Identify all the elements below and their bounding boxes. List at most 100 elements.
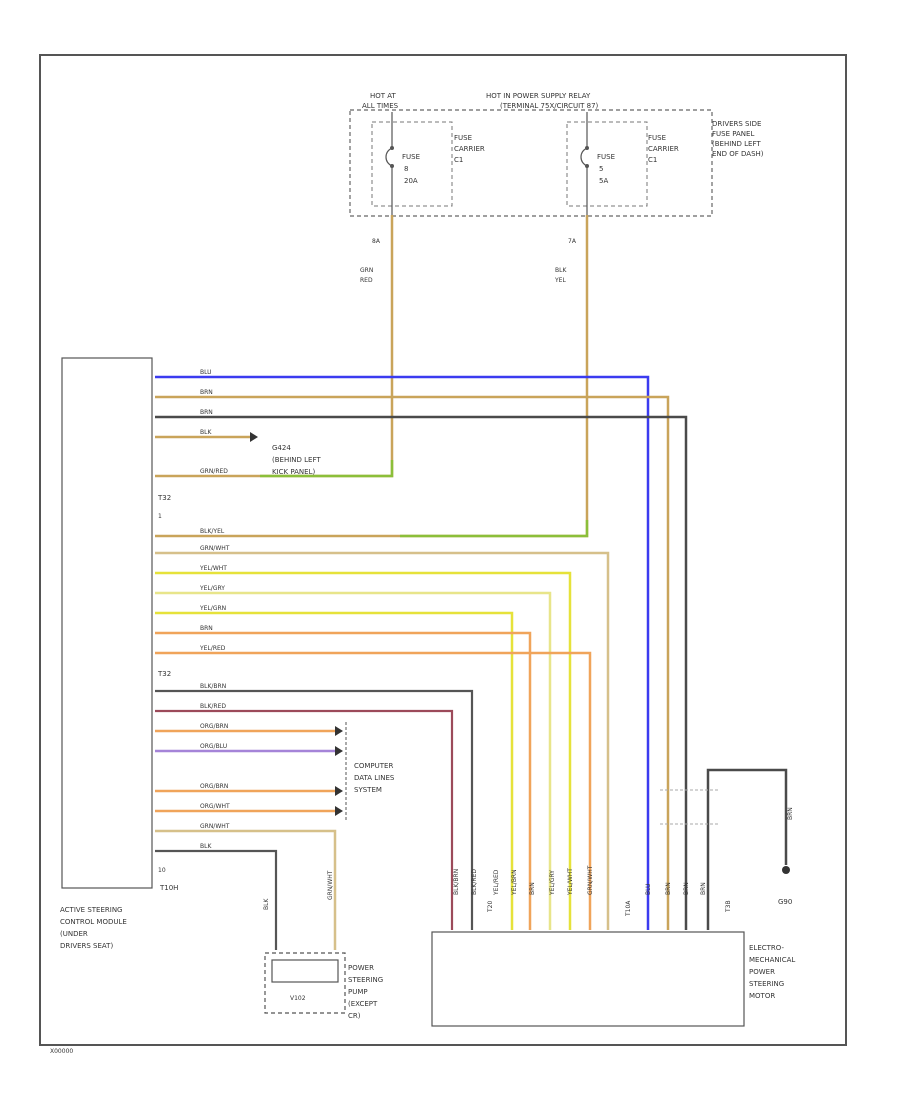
motor-label-4: STEERING — [749, 980, 784, 988]
motor-wire-label: BLK/RED — [471, 869, 478, 895]
feed-wire-right-green — [400, 520, 589, 538]
connector-t10h: T10H — [159, 884, 178, 892]
feed-left-color-2: RED — [360, 277, 373, 284]
hot-at-all-times-2: ALL TIMES — [362, 102, 399, 110]
wire-grn-wht-pump — [155, 829, 337, 950]
fuse-panel-label-3: (BEHIND LEFT — [712, 140, 761, 148]
fuse-left-amps: 20A — [404, 177, 418, 185]
fuse-left: FUSE 8 20A FUSE CARRIER C1 8A — [372, 112, 485, 245]
module-wire-label-low: BLK/RED — [200, 703, 226, 710]
feed-right-color-1: BLK — [555, 267, 567, 274]
motor-label-2: MECHANICAL — [749, 956, 795, 964]
wire-blk-red — [155, 709, 454, 930]
fuse-panel-box — [349, 109, 713, 217]
wire-grn-wht — [155, 551, 610, 930]
pump-wire-grnwht: GRN/WHT — [327, 870, 334, 900]
motor-wire-label: BRN — [683, 882, 690, 895]
motor-dashed-ground — [660, 789, 720, 825]
module-wire-label-mid: BRN — [200, 625, 213, 632]
computer-data-lines-2: DATA LINES — [354, 774, 395, 782]
module-wire-label-top: BRN — [200, 389, 213, 396]
motor-label-1: ELECTRO- — [749, 944, 784, 952]
pump-label-3: PUMP — [348, 988, 368, 996]
data-arrow-1 — [335, 726, 343, 736]
fuse-right-carrier-1: FUSE — [648, 134, 666, 142]
fuse-right-carrier-2: CARRIER — [648, 145, 679, 153]
wire-blk-brn — [155, 689, 474, 930]
connector-t32-pin: 1 — [158, 513, 162, 520]
motor-wire-label: YEL/BRN — [511, 869, 518, 896]
g424-arrow — [250, 432, 258, 442]
ground-wire-label: BRN — [787, 807, 794, 820]
pump-motor-symbol — [271, 959, 339, 983]
module-wire-label-mid: YEL/RED — [199, 645, 226, 652]
module-wire-label-mid: YEL/WHT — [199, 565, 227, 572]
fuse-carrier-left-box — [371, 121, 453, 207]
pump-wire-blk: BLK — [263, 898, 270, 910]
module-wire-label-low: BLK/BRN — [200, 683, 226, 690]
wire-blk-pump — [155, 849, 278, 950]
module-wire-label-low: ORG/BRN — [200, 723, 228, 730]
module-wire-labels: BLUBRNBRNBLKGRN/REDBLK/YELGRN/WHTYEL/WHT… — [199, 369, 230, 850]
module-wire-label-top: BLK — [200, 429, 212, 436]
module-label-2: CONTROL MODULE — [60, 918, 127, 926]
ground-wire-g90 — [706, 768, 788, 930]
fuse-right-carrier-3: C1 — [648, 156, 657, 164]
wire-yel-wht — [155, 571, 572, 930]
feed-wire-left-green — [260, 460, 394, 478]
fuse-panel-label-4: END OF DASH) — [712, 150, 764, 158]
pump-part: V102 — [290, 995, 306, 1002]
data-arrow-2 — [335, 746, 343, 756]
fuse-left-pin: 8A — [372, 238, 381, 245]
pump-label-1: POWER — [348, 964, 374, 972]
fuse-right-number: 5 — [599, 165, 603, 173]
module-wire-label-top: GRN/RED — [200, 468, 228, 475]
computer-data-lines-3: SYSTEM — [354, 786, 382, 794]
fuse-left-number: 8 — [404, 165, 408, 173]
fuse-left-carrier-1: FUSE — [454, 134, 472, 142]
motor-wire-label: BRN — [700, 882, 707, 895]
motor-wire-label: YEL/GRY — [549, 870, 556, 896]
hot-in-power-supply-2: (TERMINAL 75X/CIRCUIT 87) — [500, 102, 599, 110]
motor-wire-label: BLU — [645, 883, 652, 895]
fuse-panel-label-2: FUSE PANEL — [712, 130, 754, 138]
motor-wire-label: BRN — [665, 882, 672, 895]
motor-wire-label: YEL/RED — [493, 869, 500, 896]
module-wire-label-low: ORG/BRN — [200, 783, 228, 790]
motor-wire-label: BLK/BRN — [453, 869, 460, 895]
g424-label-2: (BEHIND LEFT — [272, 456, 321, 464]
g424-label-1: G424 — [272, 444, 291, 452]
motor-wire-label: GRN/WHT — [587, 865, 594, 895]
data-arrow-3 — [335, 786, 343, 796]
feed-wire-right — [155, 215, 589, 538]
fuse-right-pin: 7A — [568, 238, 577, 245]
module-wire-label-low: ORG/WHT — [200, 803, 230, 810]
connector-t32: T32 — [157, 494, 171, 502]
motor-label-5: MOTOR — [749, 992, 775, 1000]
fuse-panel-label-1: DRIVERS SIDE — [712, 120, 761, 128]
diagram-id: X00000 — [50, 1048, 73, 1055]
hot-in-power-supply-1: HOT IN POWER SUPPLY RELAY — [486, 92, 591, 100]
wire-blu — [155, 375, 650, 930]
ground-g90-label: G90 — [778, 898, 792, 906]
data-arrow-4 — [335, 806, 343, 816]
fuse-right: FUSE 5 5A FUSE CARRIER C1 7A — [568, 112, 679, 245]
module-label-1: ACTIVE STEERING — [60, 906, 122, 914]
pump-label-2: STEERING — [348, 976, 383, 984]
motor-label-3: POWER — [749, 968, 775, 976]
motor-connector-t3b: T3B — [725, 900, 732, 913]
fuse-right-name: FUSE — [597, 153, 615, 161]
wire-yel-grn — [155, 611, 514, 930]
wire-yel-gry — [155, 591, 552, 930]
fuse-left-name: FUSE — [402, 153, 420, 161]
wire-yel-red — [155, 651, 592, 930]
outer-frame — [39, 54, 847, 1046]
module-wire-label-low: GRN/WHT — [200, 823, 230, 830]
fuse-right-amps: 5A — [599, 177, 608, 185]
module-wire-label-low: ORG/BLU — [200, 743, 227, 750]
fuse-left-carrier-2: CARRIER — [454, 145, 485, 153]
wire-brn-1 — [155, 395, 670, 930]
active-steering-control-module — [61, 357, 153, 889]
